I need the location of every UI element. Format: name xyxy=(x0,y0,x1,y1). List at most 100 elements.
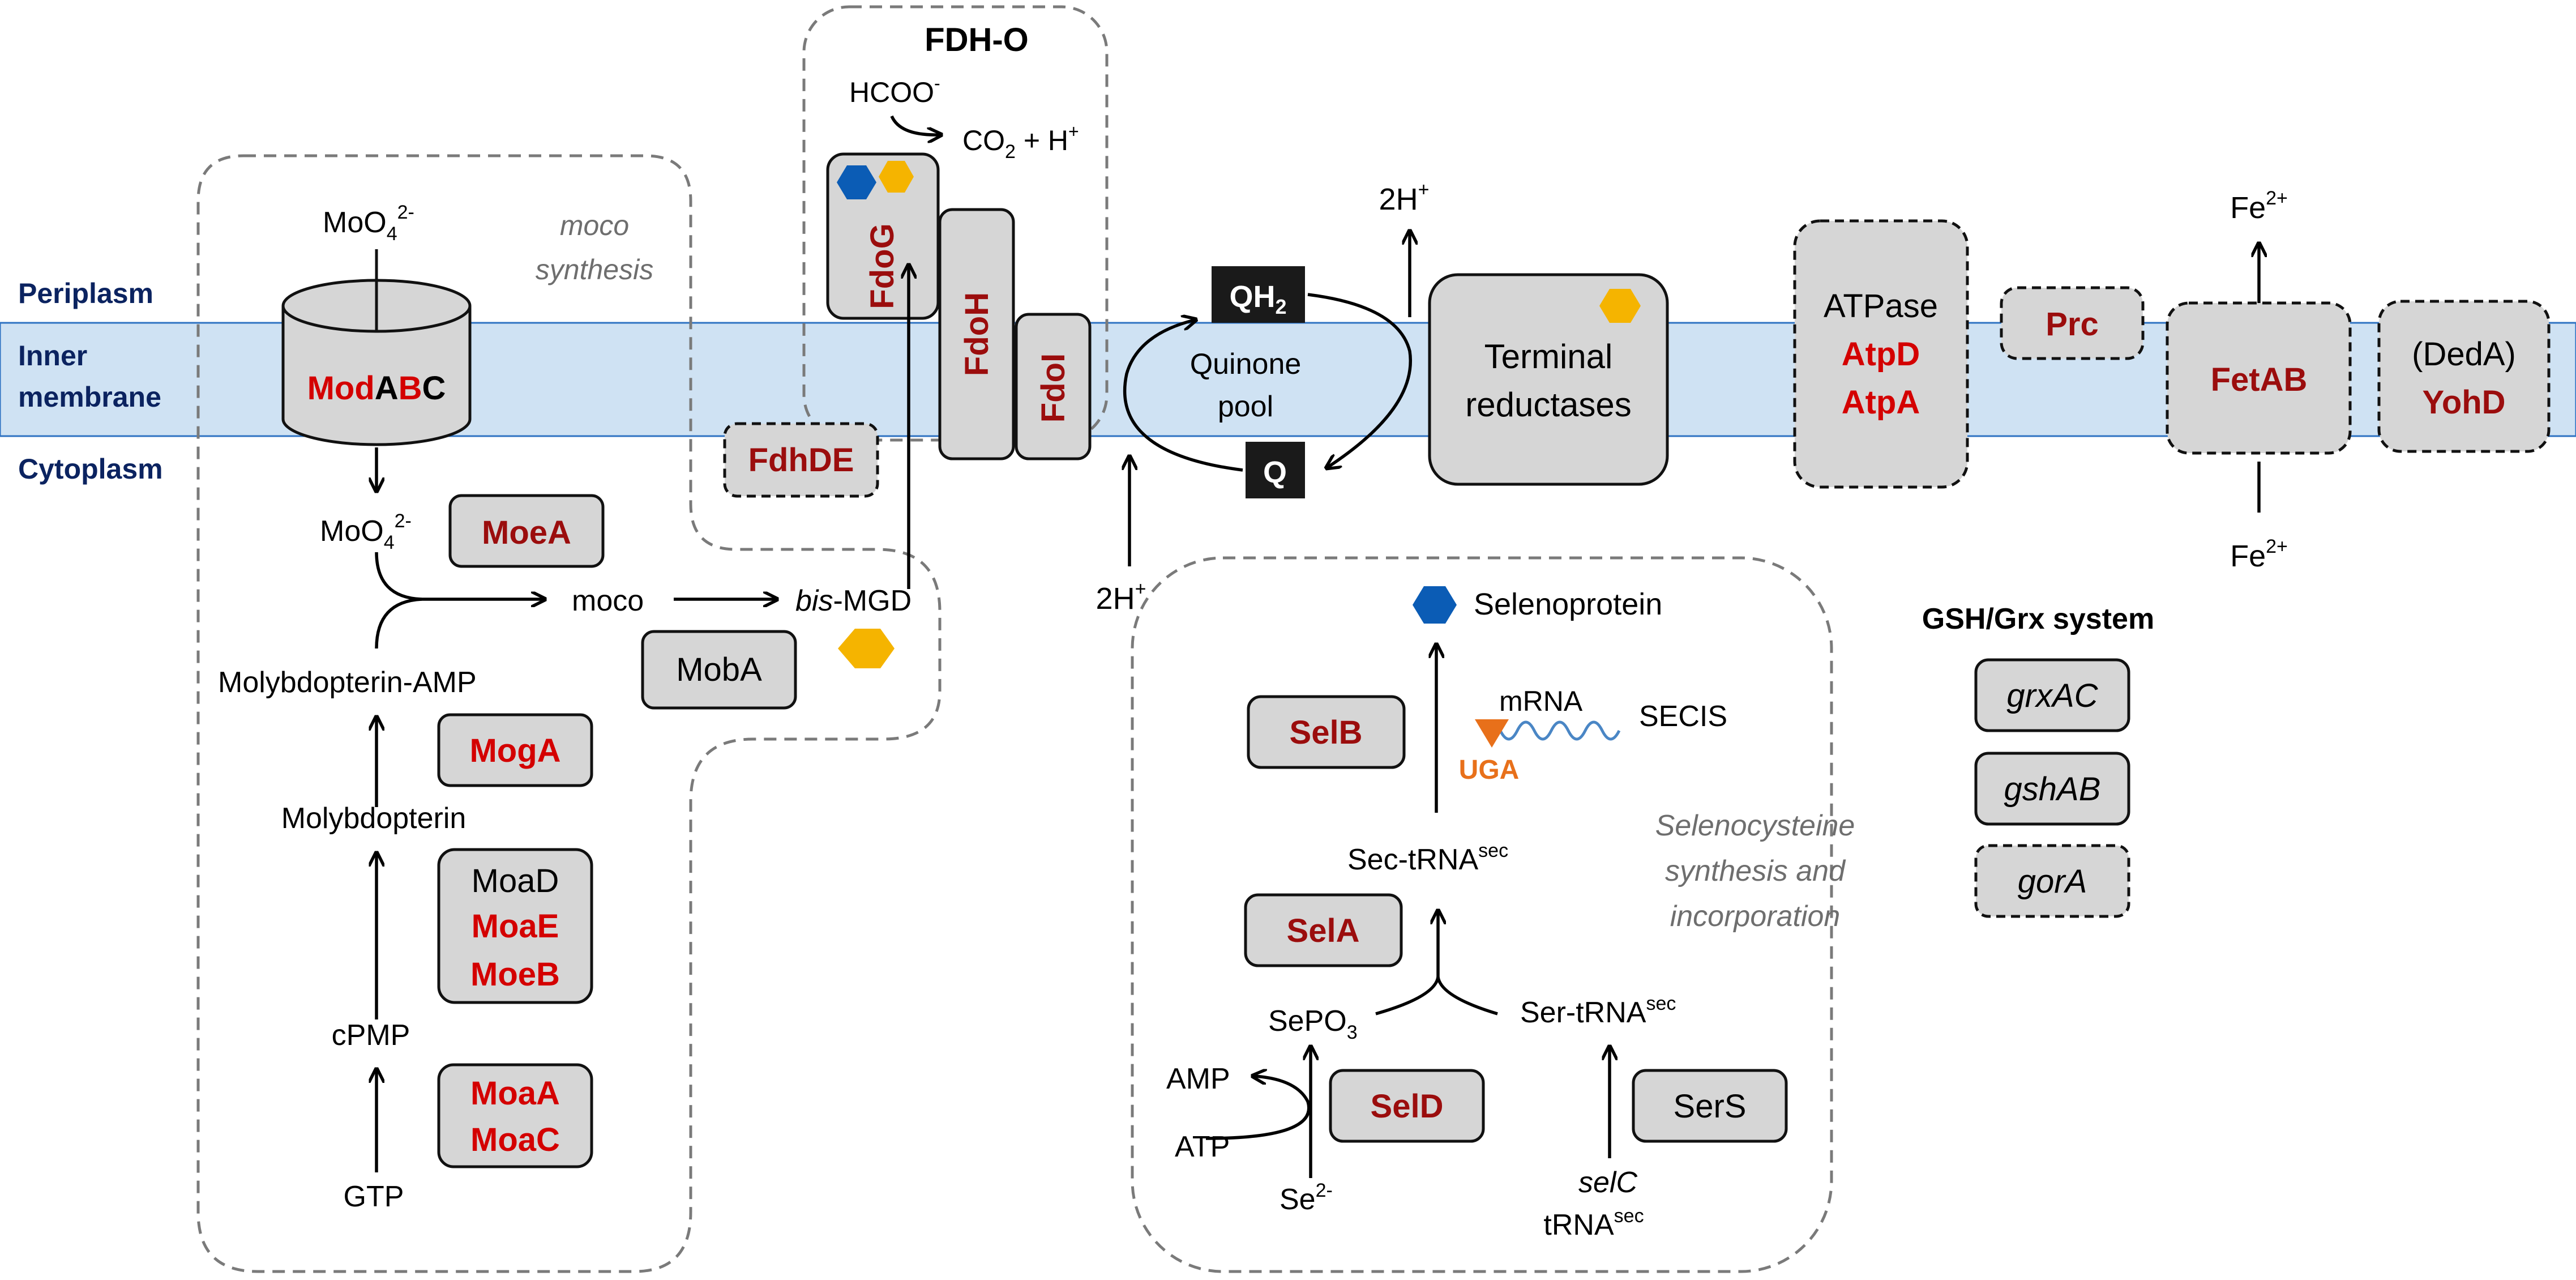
moea-label: MoeA xyxy=(482,514,571,551)
molybdopterin-amp-label: Molybdopterin-AMP xyxy=(218,666,477,699)
iron-periplasm-label: Fe2+ xyxy=(2230,187,2288,225)
moad-moae-moeb-box xyxy=(437,848,593,1004)
molybdopterin-label: Molybdopterin xyxy=(281,802,467,835)
gtp-label: GTP xyxy=(344,1180,404,1213)
moeb-label: MoeB xyxy=(470,956,560,993)
quinone-pool-label-1: Quinone xyxy=(1190,348,1302,381)
modabc-transporter: ModABC xyxy=(281,249,472,446)
fdoh-label: FdoH xyxy=(958,292,995,376)
sec-trna-label: Sec-tRNAsec xyxy=(1347,840,1508,876)
gshab-box xyxy=(1974,752,2130,826)
co2-label: CO2 + H+ xyxy=(962,121,1079,163)
selenocysteine-region xyxy=(1131,556,1833,1273)
atpa-label: AtpA xyxy=(1842,384,1920,421)
sec-region-label-2: synthesis and xyxy=(1665,855,1846,888)
moea-box xyxy=(448,494,605,568)
fdhde-box xyxy=(723,422,879,498)
mrna-wave-icon xyxy=(1482,720,1621,741)
selenium-hexagon-icon xyxy=(1413,586,1457,624)
sepo3-label: SePO3 xyxy=(1268,1005,1358,1043)
periplasm-label: Periplasm xyxy=(18,278,153,309)
sec-region-label-1: Selenocysteine xyxy=(1655,809,1855,842)
moba-label: MobA xyxy=(676,651,762,688)
qh2-box xyxy=(1212,266,1305,323)
cpmp-label: cPMP xyxy=(332,1019,410,1052)
deda-yohd-box xyxy=(2377,300,2551,453)
proton-in-label: 2H+ xyxy=(1096,578,1146,616)
moba-box xyxy=(641,630,797,710)
moaa-moac-box xyxy=(437,1063,593,1168)
selenium-hexagon-icon xyxy=(837,165,876,199)
quinone-pool-label-2: pool xyxy=(1218,390,1273,423)
molybdenum-hexagon-icon xyxy=(838,629,895,668)
proton-out-label: 2H+ xyxy=(1379,179,1430,216)
sers-box xyxy=(1632,1069,1788,1143)
trna-sec-label: tRNAsec xyxy=(1543,1205,1644,1241)
seld-label: SelD xyxy=(1371,1088,1444,1125)
grxac-box xyxy=(1974,658,2130,732)
molybdate-cytoplasm: MoO42- xyxy=(320,510,412,553)
selenoprotein-label: Selenoprotein xyxy=(1474,587,1662,621)
cytoplasm-label: Cytoplasm xyxy=(18,453,163,485)
secis-label: SECIS xyxy=(1639,700,1727,733)
moae-label: MoaE xyxy=(472,908,559,945)
uga-label: UGA xyxy=(1459,755,1520,785)
q-label: Q xyxy=(1263,455,1287,489)
deda-label: (DedA) xyxy=(2412,336,2516,373)
sec-region-label-3: incorporation xyxy=(1670,900,1841,933)
gora-label: gorA xyxy=(2018,863,2087,900)
fdhde-label: FdhDE xyxy=(748,442,854,479)
selb-label: SelB xyxy=(1290,714,1363,751)
moco-region-label-1: moco xyxy=(560,210,629,241)
yohd-label: YohD xyxy=(2422,384,2505,421)
modabc-label: ModABC xyxy=(307,370,446,407)
moco-label: moco xyxy=(572,584,644,617)
qh2-label: QH2 xyxy=(1229,280,1286,318)
selenide-label: Se2- xyxy=(1280,1180,1333,1216)
selc-label: selC xyxy=(1578,1166,1637,1199)
seld-box xyxy=(1329,1069,1485,1143)
prc-label: Prc xyxy=(2046,306,2099,343)
fetab-box xyxy=(2166,301,2352,455)
fdoi-box xyxy=(1015,313,1092,460)
moga-label: MogA xyxy=(469,732,560,769)
moco-synthesis-region xyxy=(196,154,942,1273)
fdoi-label: FdoI xyxy=(1035,353,1072,423)
fdoh-box xyxy=(938,208,1015,460)
terminal-reductases-label-2: reductases xyxy=(1465,386,1632,424)
iron-sulfur-hexagon-icon xyxy=(1599,289,1641,323)
formate-label: HCOO- xyxy=(849,73,940,108)
prc-box xyxy=(2000,286,2145,360)
atpd-label: AtpD xyxy=(1842,336,1920,373)
moaa-label: MoaA xyxy=(470,1075,560,1112)
selb-box xyxy=(1247,695,1406,769)
gsh-grx-title: GSH/Grx system xyxy=(1922,603,2154,635)
mrna-label: mRNA xyxy=(1499,685,1583,717)
moga-box xyxy=(437,713,593,787)
q-box xyxy=(1246,442,1305,498)
moad-label: MoaD xyxy=(472,863,559,899)
sela-box xyxy=(1244,893,1403,967)
molybdenum-hexagon-icon xyxy=(879,161,914,193)
iron-cytoplasm-label: Fe2+ xyxy=(2230,536,2288,573)
terminal-reductases-label-1: Terminal xyxy=(1484,338,1613,376)
inner-membrane-label-1: Inner xyxy=(18,340,87,372)
fdh-o-title: FDH-O xyxy=(925,22,1029,58)
inner-membrane-label-2: membrane xyxy=(18,381,161,413)
molybdate-periplasm: MoO42- xyxy=(323,202,414,245)
bis-mgd-label: bis-MGD xyxy=(795,584,912,617)
atpase-box xyxy=(1793,219,1969,489)
moac-label: MoaC xyxy=(470,1121,560,1158)
gshab-label: gshAB xyxy=(2004,771,2101,808)
fetab-label: FetAB xyxy=(2211,361,2308,398)
atp-label: ATP xyxy=(1175,1130,1230,1163)
gora-box xyxy=(1974,844,2130,918)
uga-triangle-icon xyxy=(1475,719,1509,748)
fdog-label: FdoG xyxy=(864,223,901,309)
amp-label: AMP xyxy=(1166,1063,1230,1095)
moco-region-label-2: synthesis xyxy=(536,254,653,285)
grxac-label: grxAC xyxy=(2006,677,2098,714)
terminal-reductases-box xyxy=(1428,273,1669,486)
sela-label: SelA xyxy=(1287,912,1360,949)
